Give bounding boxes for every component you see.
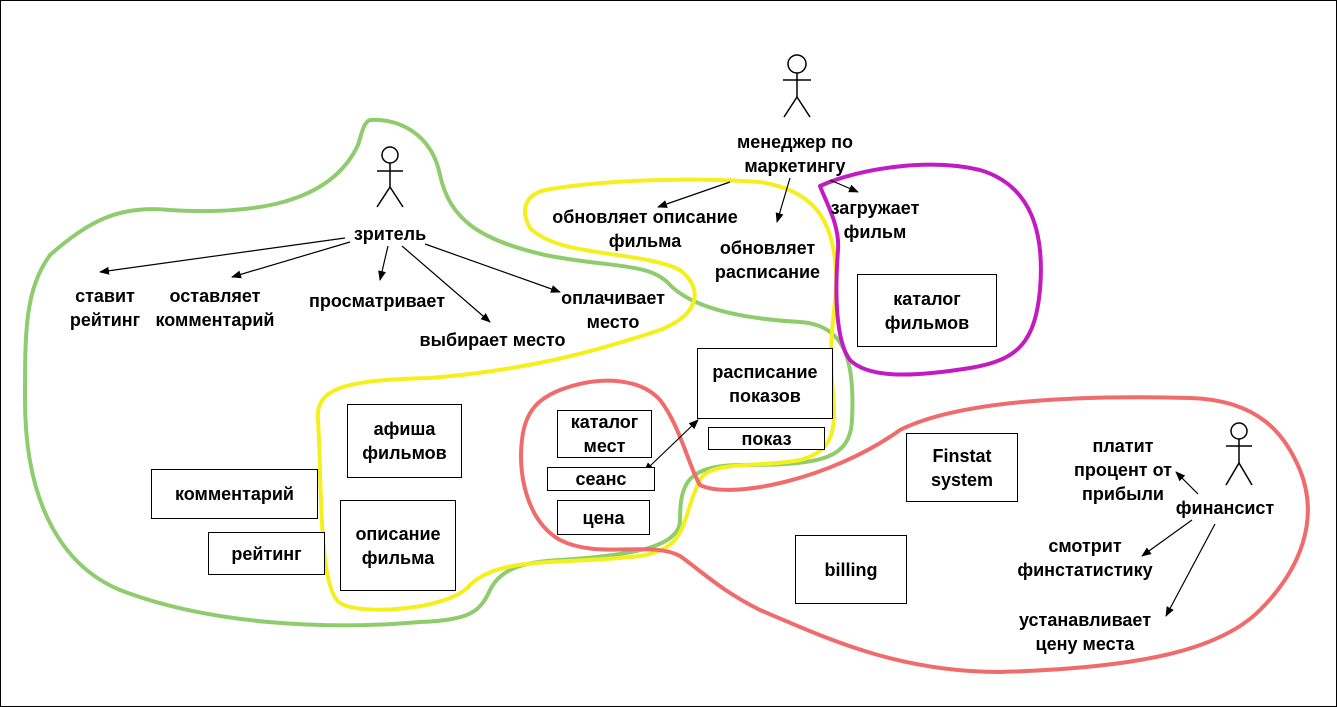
action-update-schedule-label: обновляет расписание: [714, 238, 821, 282]
financier-label: финансист: [1175, 498, 1275, 518]
session-box: сеанс: [547, 467, 655, 491]
seat-catalog-box: каталог мест: [557, 410, 652, 458]
session-schedule-link: [643, 419, 699, 473]
red-region-outline: [518, 378, 1310, 674]
action-pays-percent-label: платит процент от прибыли: [1074, 436, 1172, 504]
action-set-price-label: устанавливает цену места: [1018, 610, 1152, 654]
action-view-stats-label: смотрит финстатистику: [1017, 536, 1153, 580]
viewer-actor-icon: [376, 146, 404, 208]
action-comments-label: оставляет комментарий: [155, 286, 275, 330]
billing-box: billing: [795, 535, 907, 604]
financier-actor-icon: [1225, 422, 1253, 486]
comment-box: комментарий: [151, 469, 318, 519]
financier-arrows: [1141, 471, 1216, 617]
action-upload-film-label: загружает фильм: [830, 198, 920, 242]
film-catalog-box: каталог фильмов: [857, 274, 997, 347]
price-box: цена: [557, 500, 650, 535]
manager-arrows: [657, 177, 859, 223]
viewer-arrows: [99, 237, 561, 323]
manager-label: менеджер по маркетингу: [736, 132, 854, 176]
rating-box: рейтинг: [208, 532, 325, 575]
poster-box: афиша фильмов: [347, 404, 462, 478]
action-browses-label: просматривает: [308, 291, 446, 311]
action-update-description-label: обновляет описание фильма: [552, 207, 738, 251]
finstat-system-box: Finstat system: [906, 433, 1018, 502]
action-choose-seat-label: выбирает место: [419, 330, 566, 350]
manager-actor-icon: [783, 54, 811, 118]
film-description-box: описание фильма: [340, 500, 456, 591]
show-schedule-box: расписание показов: [697, 348, 833, 419]
viewer-label: зритель: [353, 224, 427, 244]
action-pays-label: оплачивает место: [561, 288, 665, 332]
action-rates-label: ставит рейтинг: [69, 286, 141, 330]
magenta-region-outline: [818, 162, 1043, 377]
show-box: показ: [708, 427, 825, 450]
